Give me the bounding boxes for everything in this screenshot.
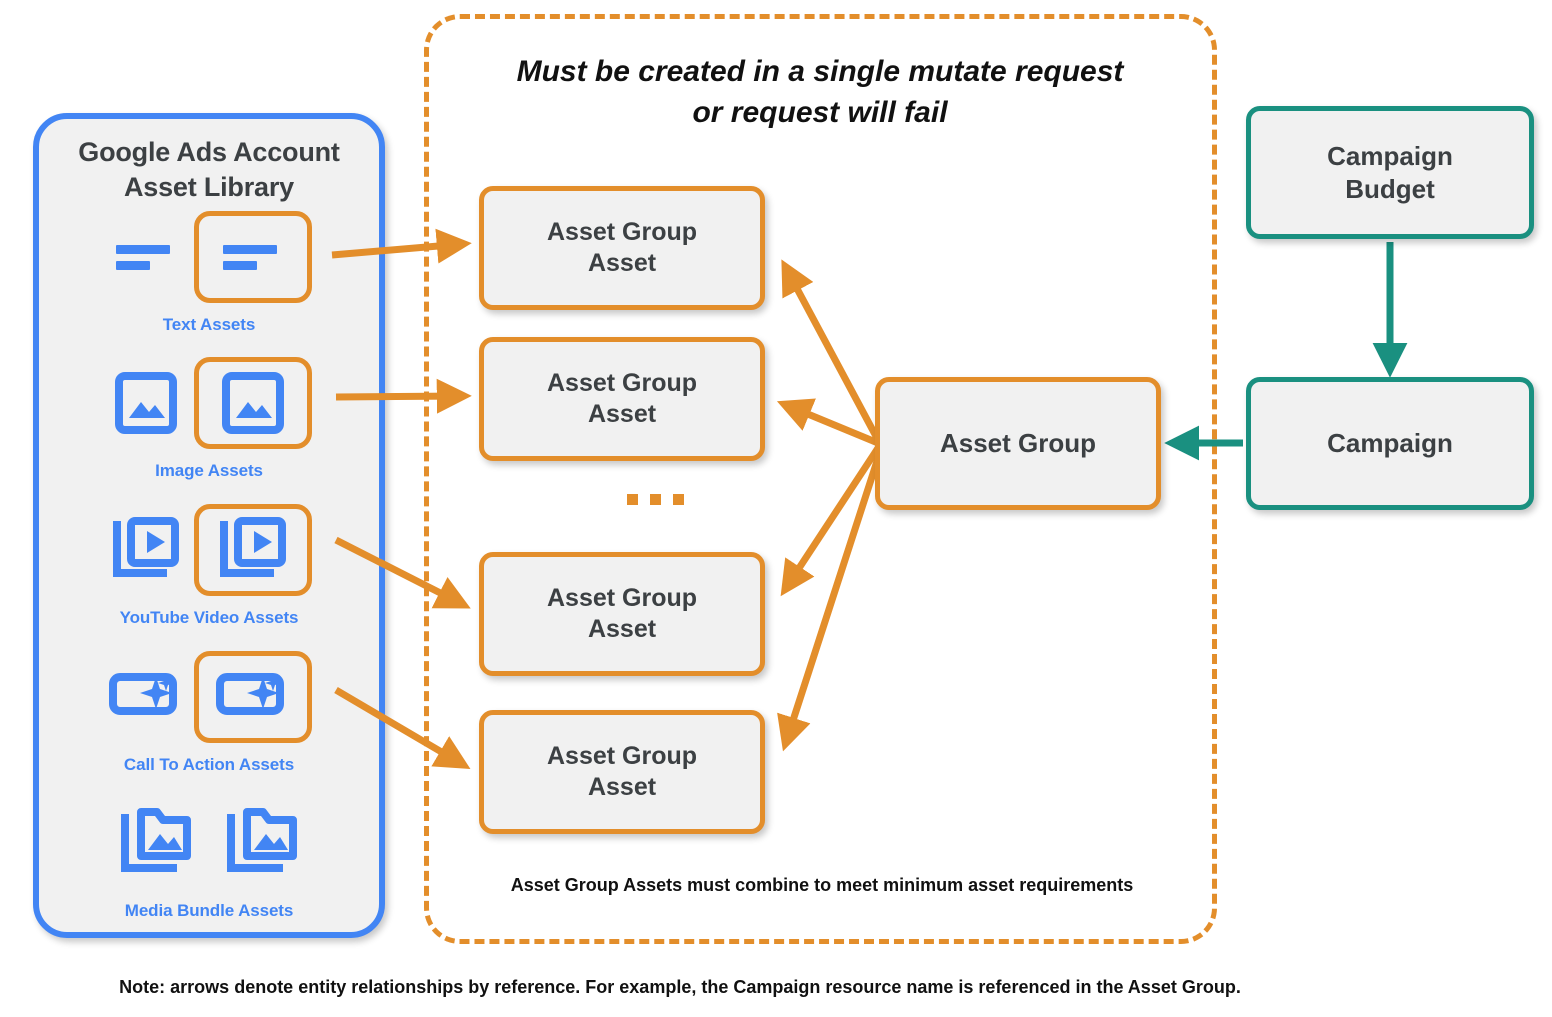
image-icon bbox=[106, 367, 186, 439]
image-icon-selected[interactable] bbox=[194, 357, 312, 449]
node-campaign-budget[interactable]: Campaign Budget bbox=[1246, 106, 1534, 239]
asset-caption-media-bundle: Media Bundle Assets bbox=[124, 901, 294, 920]
asset-row-cta: Call To Action Assets bbox=[39, 651, 379, 777]
library-title-line1: Google Ads Account bbox=[78, 137, 340, 167]
node-asset-group-asset-3[interactable]: Asset Group Asset bbox=[479, 552, 765, 676]
asset-caption-video: YouTube Video Assets bbox=[119, 608, 299, 627]
media-bundle-icon bbox=[116, 807, 196, 879]
media-bundle-icon-2 bbox=[222, 807, 302, 879]
node-campaign[interactable]: Campaign bbox=[1246, 377, 1534, 510]
campaign-label: Campaign bbox=[1327, 428, 1453, 459]
aga-2-line1: Asset Group bbox=[546, 368, 698, 397]
aga-1-line2: Asset bbox=[587, 249, 657, 277]
ellipsis-dot-1 bbox=[627, 494, 638, 505]
asset-library-title: Google Ads Account Asset Library bbox=[39, 135, 379, 204]
ellipsis-dot-3 bbox=[673, 494, 684, 505]
node-asset-group-asset-1[interactable]: Asset Group Asset bbox=[479, 186, 765, 310]
mutate-request-title: Must be created in a single mutate reque… bbox=[440, 52, 1200, 133]
campaign-budget-line1: Campaign bbox=[1327, 141, 1453, 171]
ellipsis-indicator bbox=[627, 494, 684, 505]
text-lines-icon-selected[interactable] bbox=[194, 211, 312, 303]
aga-3-line1: Asset Group bbox=[546, 583, 698, 612]
library-title-line2: Asset Library bbox=[124, 171, 294, 202]
aga-2-line2: Asset bbox=[587, 400, 657, 428]
node-asset-group-asset-2[interactable]: Asset Group Asset bbox=[479, 337, 765, 461]
asset-row-text: Text Assets bbox=[39, 211, 379, 337]
text-lines-icon bbox=[106, 221, 186, 293]
asset-caption-cta: Call To Action Assets bbox=[123, 755, 295, 774]
ellipsis-dot-2 bbox=[650, 494, 661, 505]
mutate-title-line1: Must be created in a single mutate reque… bbox=[516, 55, 1124, 88]
asset-row-video: YouTube Video Assets bbox=[39, 504, 379, 630]
aga-1-line1: Asset Group bbox=[546, 217, 698, 246]
video-stack-icon bbox=[106, 514, 186, 586]
mutate-request-container bbox=[424, 14, 1217, 944]
mutate-footnote: Asset Group Assets must combine to meet … bbox=[510, 875, 1134, 895]
video-stack-icon-selected[interactable] bbox=[194, 504, 312, 596]
asset-library-panel: Google Ads Account Asset Library bbox=[33, 113, 385, 938]
asset-caption-text: Text Assets bbox=[162, 315, 256, 334]
asset-row-image: Image Assets bbox=[39, 357, 379, 483]
node-asset-group-asset-4[interactable]: Asset Group Asset bbox=[479, 710, 765, 834]
aga-4-line1: Asset Group bbox=[546, 741, 698, 770]
asset-group-label: Asset Group bbox=[939, 428, 1097, 459]
diagram-footnote: Note: arrows denote entity relationships… bbox=[119, 977, 1241, 997]
asset-caption-image: Image Assets bbox=[155, 461, 263, 480]
call-to-action-icon bbox=[106, 661, 186, 733]
campaign-budget-line2: Budget bbox=[1345, 173, 1435, 204]
call-to-action-icon-selected[interactable] bbox=[194, 651, 312, 743]
aga-4-line2: Asset bbox=[587, 773, 657, 801]
mutate-title-line2: or request will fail bbox=[692, 95, 948, 129]
node-asset-group[interactable]: Asset Group bbox=[875, 377, 1161, 510]
asset-row-media-bundle: Media Bundle Assets bbox=[39, 797, 379, 923]
aga-3-line2: Asset bbox=[587, 615, 657, 643]
